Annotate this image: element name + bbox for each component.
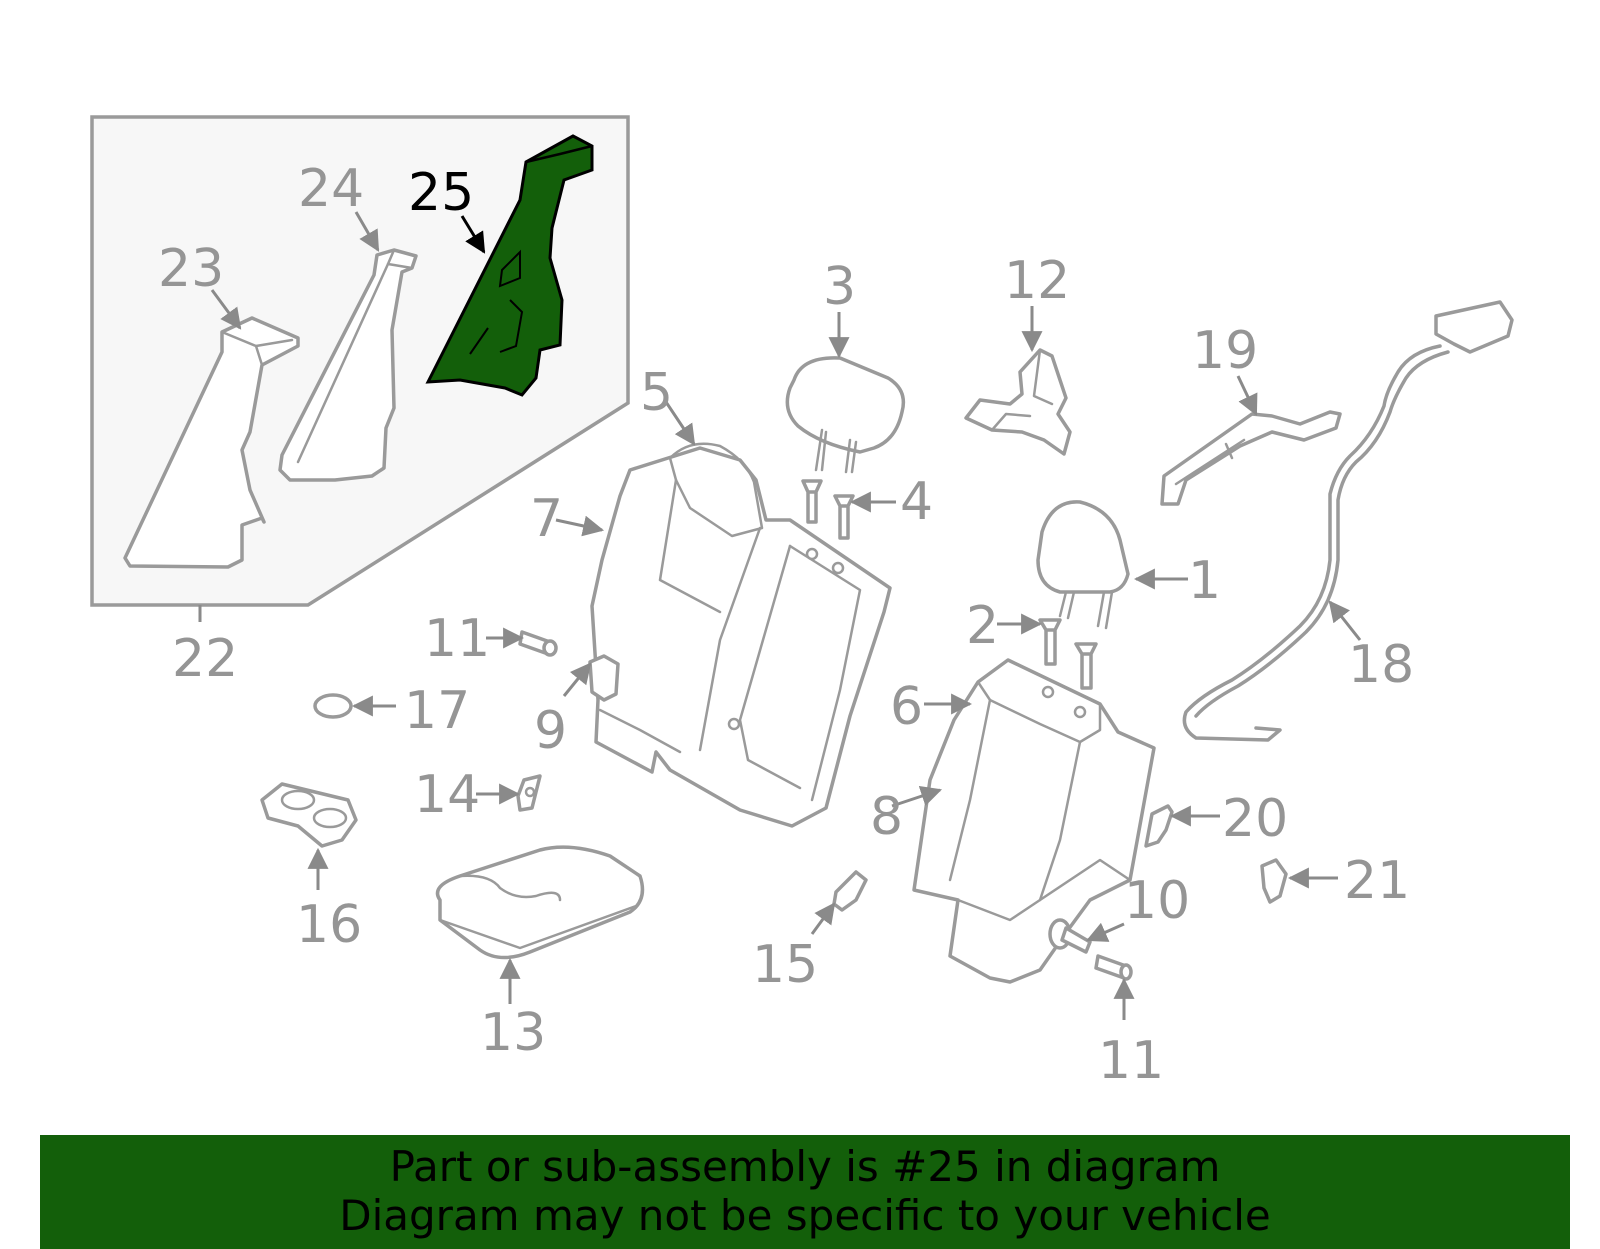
part-13-armrest bbox=[435, 845, 645, 960]
part-2-bolts bbox=[1038, 618, 1098, 690]
part-18-cable bbox=[1182, 300, 1514, 742]
part-12-bracket bbox=[964, 348, 1072, 456]
part-23-trim bbox=[123, 316, 300, 569]
callout-18: 18 bbox=[1348, 635, 1414, 695]
callout-15: 15 bbox=[752, 935, 818, 995]
callout-4: 4 bbox=[900, 472, 933, 532]
callout-21: 21 bbox=[1344, 851, 1410, 911]
callout-16: 16 bbox=[296, 895, 362, 955]
part-10-latch bbox=[1048, 918, 1092, 954]
part-9-pin bbox=[588, 654, 620, 702]
callout-17: 17 bbox=[404, 681, 470, 741]
callout-11-left: 11 bbox=[424, 609, 490, 669]
callout-10: 10 bbox=[1124, 871, 1190, 931]
callout-3: 3 bbox=[823, 257, 856, 317]
part-25-trim-highlighted bbox=[425, 134, 594, 397]
part-17-ring bbox=[313, 693, 353, 719]
callout-25-highlighted: 25 bbox=[408, 163, 474, 223]
callout-6: 6 bbox=[890, 677, 923, 737]
callout-24: 24 bbox=[298, 159, 364, 219]
part-15-bracket bbox=[832, 870, 868, 912]
info-banner: Part or sub-assembly is #25 in diagram D… bbox=[40, 1135, 1570, 1249]
callout-1: 1 bbox=[1188, 551, 1221, 611]
callout-23: 23 bbox=[158, 239, 224, 299]
callout-19: 19 bbox=[1192, 321, 1258, 381]
callout-12: 12 bbox=[1004, 251, 1070, 311]
callout-9: 9 bbox=[534, 701, 567, 761]
callout-5: 5 bbox=[640, 363, 673, 423]
part-20-clip bbox=[1144, 804, 1174, 848]
part-24-trim bbox=[278, 248, 418, 482]
part-5-seatback-left bbox=[590, 442, 892, 828]
part-21-clip bbox=[1260, 858, 1288, 904]
part-1-headrest bbox=[1036, 500, 1130, 630]
part-14-clip bbox=[516, 774, 542, 812]
callout-numbers: 1 2 3 4 5 6 7 8 9 10 11 11 12 13 14 15 1… bbox=[158, 159, 1414, 1091]
callout-20: 20 bbox=[1222, 789, 1288, 849]
part-19-bracket bbox=[1160, 410, 1342, 506]
callout-22: 22 bbox=[172, 629, 238, 689]
parts-diagram: 1 2 3 4 5 6 7 8 9 10 11 11 12 13 14 15 1… bbox=[90, 115, 1514, 1091]
callout-2: 2 bbox=[966, 596, 999, 656]
banner-line-2: Diagram may not be specific to your vehi… bbox=[339, 1191, 1271, 1240]
banner-line-1: Part or sub-assembly is #25 in diagram bbox=[389, 1142, 1221, 1191]
part-6-seatback-right bbox=[912, 658, 1156, 984]
part-11-pin-right bbox=[1094, 954, 1133, 981]
part-3-headrest bbox=[785, 356, 906, 474]
callout-8: 8 bbox=[870, 787, 903, 847]
leader-lines bbox=[210, 211, 1362, 1020]
callout-7: 7 bbox=[530, 489, 563, 549]
part-11-pin-left bbox=[518, 630, 558, 657]
callout-13: 13 bbox=[480, 1003, 546, 1063]
part-16-cupholder bbox=[260, 782, 358, 848]
callout-14: 14 bbox=[414, 765, 480, 825]
callout-11-right: 11 bbox=[1098, 1031, 1164, 1091]
part-4-bolts bbox=[801, 479, 855, 540]
